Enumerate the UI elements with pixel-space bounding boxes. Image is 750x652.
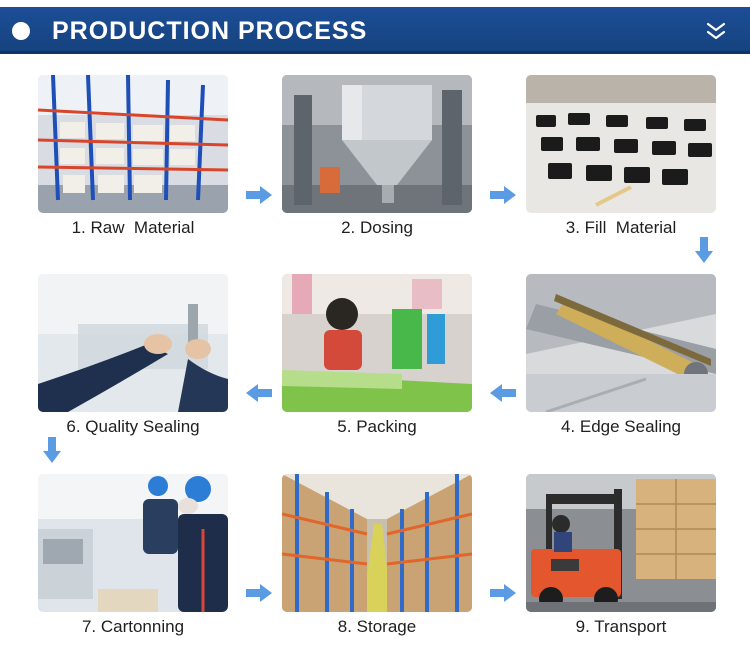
step-9-caption: 9. Transport bbox=[575, 617, 667, 636]
step-8-photo bbox=[282, 474, 472, 612]
arrow-right-icon bbox=[246, 584, 272, 602]
arrow-right-icon bbox=[246, 186, 272, 204]
step-6-caption: 6. Quality Sealing bbox=[66, 417, 200, 436]
step-2-caption: 2. Dosing bbox=[341, 218, 413, 237]
arrow-down-icon bbox=[43, 437, 61, 463]
step-9-photo bbox=[526, 474, 716, 612]
step-2-photo bbox=[282, 75, 472, 213]
page-title: PRODUCTION PROCESS bbox=[52, 17, 368, 45]
step-4-caption: 4. Edge Sealing bbox=[560, 417, 682, 436]
double-chevron-down-icon[interactable] bbox=[705, 22, 727, 40]
arrow-right-icon bbox=[490, 186, 516, 204]
step-6-photo bbox=[38, 274, 228, 412]
section-header: PRODUCTION PROCESS bbox=[0, 7, 750, 54]
step-1-caption: 1. Raw Material bbox=[71, 218, 195, 237]
step-1-photo bbox=[38, 75, 228, 213]
step-5-caption: 5. Packing bbox=[337, 417, 417, 436]
arrow-left-icon bbox=[246, 384, 272, 402]
step-7-caption: 7. Cartonning bbox=[81, 617, 185, 636]
step-3-photo bbox=[526, 75, 716, 213]
step-3-caption: 3. Fill Material bbox=[565, 218, 677, 237]
circle-bullet-icon bbox=[12, 22, 30, 40]
arrow-right-icon bbox=[490, 584, 516, 602]
step-7-photo bbox=[38, 474, 228, 612]
step-5-photo bbox=[282, 274, 472, 412]
step-8-caption: 8. Storage bbox=[337, 617, 417, 636]
arrow-left-icon bbox=[490, 384, 516, 402]
arrow-down-icon bbox=[695, 237, 713, 263]
step-4-photo bbox=[526, 274, 716, 412]
